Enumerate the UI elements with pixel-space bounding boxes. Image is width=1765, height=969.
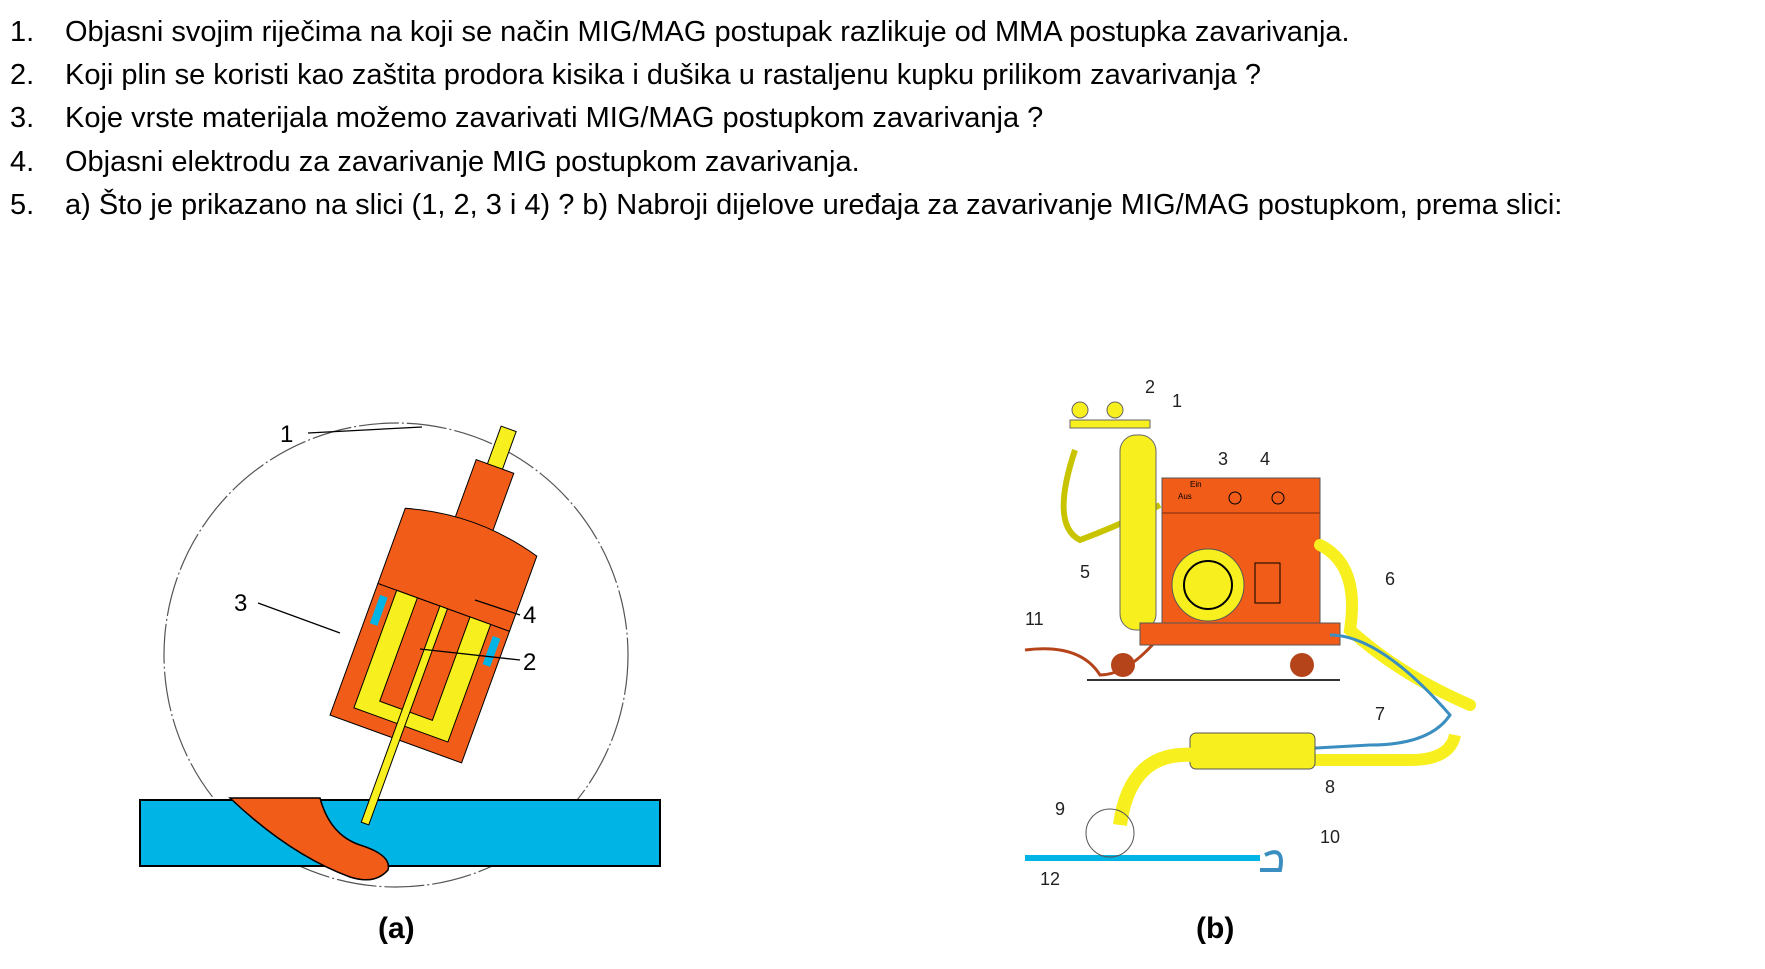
gas-cylinder — [1119, 434, 1157, 631]
figure-b-welding-machine-diagram: Aus Ein 2 1 3 4 5 6 7 8 9 10 11 12 — [1024, 377, 1476, 889]
figure-a-torch-diagram: 1 3 4 2 — [139, 421, 661, 888]
question-4: 4. Objasni elektrodu za zavarivanje MIG p… — [10, 144, 860, 180]
label-12: 12 — [1040, 869, 1060, 889]
detail-circle — [163, 422, 629, 888]
question-number: 5. — [10, 189, 35, 221]
weld-bead — [228, 797, 390, 881]
label-2: 2 — [1145, 377, 1155, 397]
question-number: 2. — [10, 59, 35, 91]
label-2: 2 — [523, 649, 536, 676]
question-text: a) Što je prikazano na slici (1, 2, 3 i … — [65, 189, 1563, 221]
question-5: 5. a) Što je prikazano na slici (1, 2, 3 … — [10, 187, 1562, 223]
question-text: Objasni svojim riječima na koji se način… — [65, 16, 1350, 48]
label-8: 8 — [1325, 777, 1335, 797]
torch-nozzle — [329, 425, 538, 826]
label-11: 11 — [1025, 609, 1044, 629]
panel-aus: Aus — [1178, 492, 1192, 501]
mains-cable — [1024, 629, 1167, 677]
question-3: 3. Koje vrste materijala možemo zavarivat… — [10, 100, 1043, 136]
label-6: 6 — [1385, 569, 1395, 589]
question-1: 1. Objasni svojim riječima na koji se nač… — [10, 14, 1350, 50]
workpiece — [139, 799, 661, 867]
label-7: 7 — [1375, 704, 1385, 724]
torch-handle — [1189, 732, 1316, 770]
wire-spool — [1171, 548, 1245, 622]
label-4: 4 — [1260, 449, 1270, 469]
question-text: Koje vrste materijala možemo zavarivati … — [65, 102, 1044, 134]
question-text: Koji plin se koristi kao zaštita prodora… — [65, 59, 1261, 91]
label-3: 3 — [234, 590, 247, 617]
label-5: 5 — [1080, 562, 1090, 582]
panel-ein: Ein — [1190, 480, 1202, 489]
question-number: 3. — [10, 102, 35, 134]
figure-a-caption: (a) — [378, 912, 415, 945]
label-9: 9 — [1055, 799, 1065, 819]
question-text: Objasni elektrodu za zavarivanje MIG pos… — [65, 146, 860, 178]
label-1: 1 — [1172, 391, 1182, 411]
label-3: 3 — [1218, 449, 1228, 469]
label-4: 4 — [523, 602, 536, 629]
figure-b-caption: (b) — [1196, 912, 1235, 945]
question-number: 1. — [10, 16, 35, 48]
label-1: 1 — [280, 421, 293, 448]
question-2: 2. Koji plin se koristi kao zaštita prodo… — [10, 57, 1261, 93]
question-number: 4. — [10, 146, 35, 178]
label-10: 10 — [1320, 827, 1340, 847]
earth-clamp — [1260, 850, 1283, 872]
